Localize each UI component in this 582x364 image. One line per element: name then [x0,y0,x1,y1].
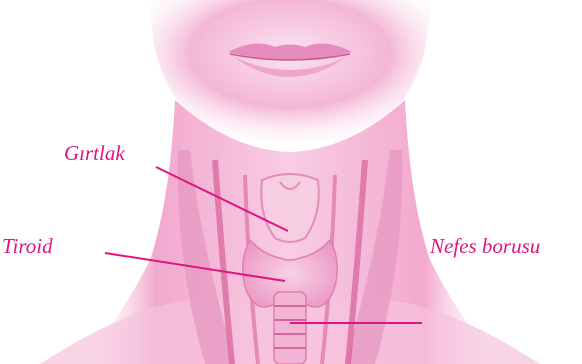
nefes-borusu-label: Nefes borusu [430,236,540,257]
trachea [274,292,306,364]
larynx-shape [261,174,319,242]
tiroid-label: Tiroid [2,236,53,257]
girtlak-label: Gırtlak [64,143,125,164]
